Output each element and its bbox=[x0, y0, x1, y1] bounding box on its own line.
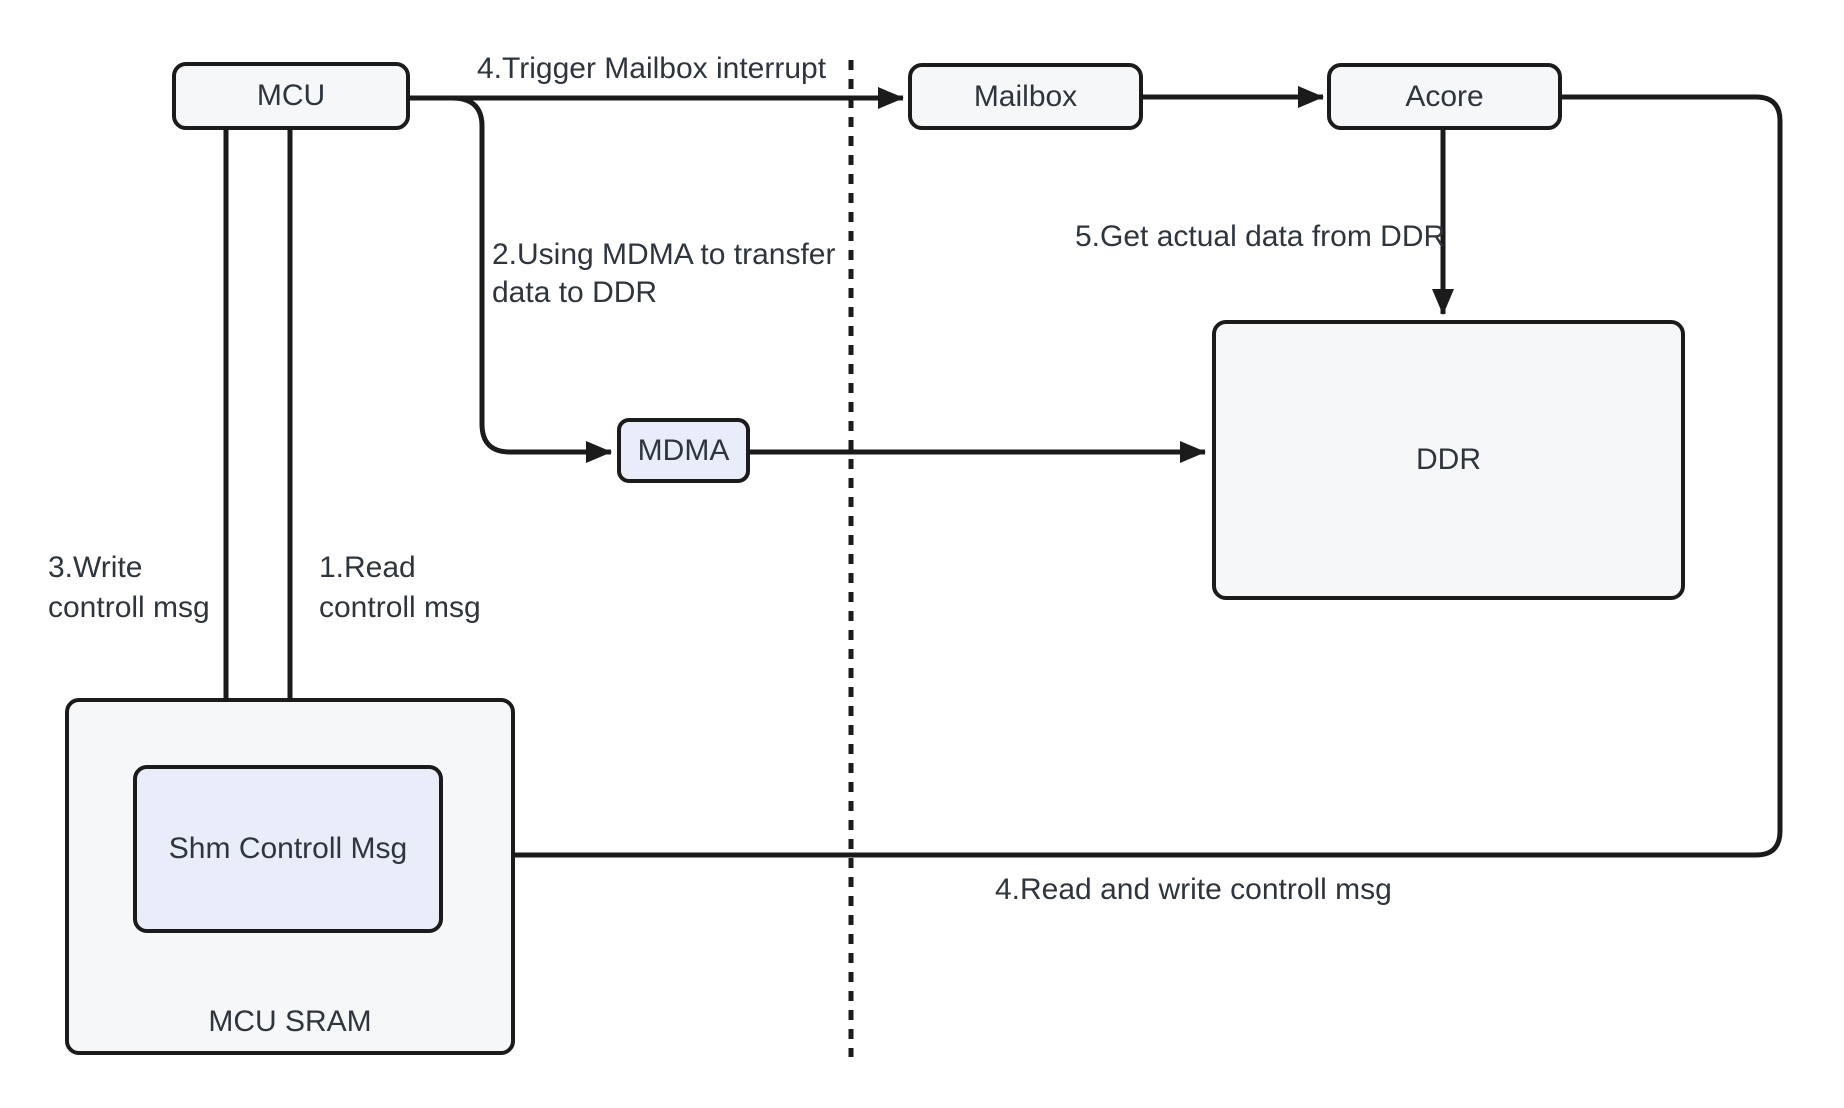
node-mdma-label: MDMA bbox=[637, 433, 730, 467]
arrow-acore-to-shm bbox=[452, 94, 1783, 866]
arrow-mcu-to-mdma bbox=[451, 95, 612, 463]
node-mailbox: Mailbox bbox=[908, 63, 1143, 130]
node-mcu-label: MCU bbox=[256, 79, 326, 112]
node-mdma: MDMA bbox=[617, 418, 750, 483]
annotation-write-controll-msg: 3.Write controll msg bbox=[48, 551, 210, 624]
annotation-read-write-controll-msg: 4.Read and write controll msg bbox=[995, 873, 1392, 906]
annotation-get-actual-data: 5.Get actual data from DDR bbox=[1075, 220, 1446, 253]
annotation-mdma-transfer: 2.Using MDMA to transfer data to DDR bbox=[492, 238, 836, 309]
node-mcu-sram-label: MCU SRAM bbox=[208, 1005, 372, 1038]
node-acore-label: Acore bbox=[1405, 79, 1484, 113]
node-shm-label: Shm Controll Msg bbox=[168, 832, 408, 865]
node-mailbox-label: Mailbox bbox=[973, 79, 1078, 113]
node-ddr: DDR bbox=[1212, 320, 1685, 600]
node-ddr-label: DDR bbox=[1416, 443, 1481, 476]
node-shm-controll-msg: Shm Controll Msg bbox=[133, 765, 443, 933]
node-mcu: MCU bbox=[172, 62, 410, 130]
annotation-read-controll-msg: 1.Read controll msg bbox=[319, 551, 481, 624]
annotation-trigger-mailbox-interrupt: 4.Trigger Mailbox interrupt bbox=[477, 52, 827, 85]
node-acore: Acore bbox=[1327, 63, 1562, 130]
